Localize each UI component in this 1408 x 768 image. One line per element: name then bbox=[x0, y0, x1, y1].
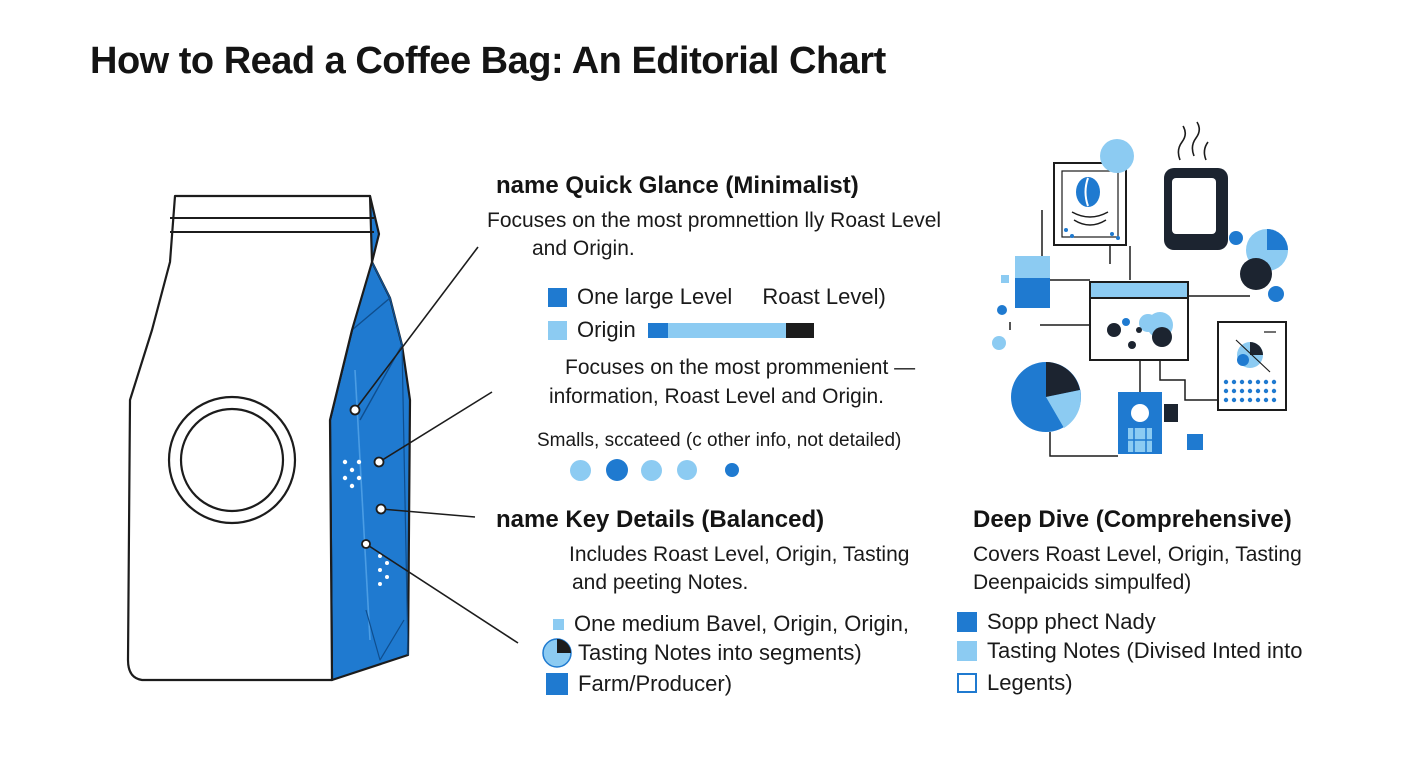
key-details-legend-3: Farm/Producer) bbox=[546, 671, 732, 697]
dark-blue-swatch bbox=[546, 673, 568, 695]
quick-glance-desc-line2: and Origin. bbox=[532, 237, 635, 260]
central-window bbox=[1089, 281, 1189, 361]
coffee-mug-icon bbox=[1164, 121, 1228, 250]
circle-cluster bbox=[1229, 229, 1288, 302]
light-blue-swatch bbox=[957, 641, 977, 661]
legend-label: Roast Level) bbox=[762, 284, 886, 309]
quick-glance-heading: name Quick Glance (Minimalist) bbox=[496, 172, 859, 199]
key-details-heading: name Key Details (Balanced) bbox=[496, 506, 825, 533]
legend-label: Tasting Notes (Divised Inted into bbox=[987, 638, 1303, 663]
key-details-desc-line1: Includes Roast Level, Origin, Tasting bbox=[569, 543, 910, 566]
small-dot bbox=[570, 460, 591, 481]
callout-markers bbox=[349, 404, 387, 549]
square-blocks bbox=[992, 256, 1050, 350]
tower-block bbox=[1118, 392, 1203, 454]
origin-bar bbox=[647, 322, 814, 338]
dark-blue-swatch bbox=[548, 287, 567, 307]
quick-glance-desc-line1: Focuses on the most promnettion lly Roas… bbox=[487, 209, 942, 232]
legend-label: One medium Bavel, Origin, Origin, bbox=[574, 611, 910, 636]
mini-pie-icon bbox=[542, 638, 572, 668]
outline-swatch bbox=[957, 673, 977, 693]
deep-dive-legend-3: Legents) bbox=[957, 670, 1073, 696]
light-blue-swatch bbox=[553, 618, 564, 630]
quick-glance-legend-origin: Origin bbox=[548, 317, 814, 343]
legend-label: Legents) bbox=[987, 670, 1073, 695]
origin-bar-dark-segment bbox=[647, 322, 668, 338]
small-dot bbox=[677, 460, 697, 480]
light-blue-swatch bbox=[548, 320, 567, 340]
origin-bar-light-segment bbox=[667, 322, 786, 338]
pie-chart-icon bbox=[1011, 362, 1081, 432]
legend-label: Tasting Notes into segments) bbox=[578, 640, 862, 665]
quick-glance-legend-roast: One large Level Roast Level) bbox=[548, 284, 886, 310]
key-details-legend-2: Tasting Notes into segments) bbox=[542, 638, 862, 668]
deep-dive-desc-line2: Deenpaicids simpulfed) bbox=[973, 571, 1192, 594]
gusset-dots bbox=[342, 459, 389, 586]
key-details-desc-line2: and peeting Notes. bbox=[572, 571, 749, 594]
coffee-bean-card-icon bbox=[1053, 139, 1134, 246]
callout-lines bbox=[354, 246, 519, 644]
data-card bbox=[1217, 321, 1287, 411]
quick-glance-desc2-line2: information, Roast Level and Origin. bbox=[549, 385, 885, 408]
small-dot bbox=[641, 460, 662, 481]
deep-dive-heading: Deep Dive (Comprehensive) bbox=[973, 506, 1292, 533]
deep-dive-legend-2: Tasting Notes (Divised Inted into bbox=[957, 638, 1303, 664]
origin-bar-black-segment bbox=[785, 322, 814, 338]
legend-label: Farm/Producer) bbox=[578, 671, 733, 696]
quick-glance-desc2-line1: Focuses on the most prommenient — bbox=[565, 356, 916, 379]
deep-dive-desc-line1: Covers Roast Level, Origin, Tasting bbox=[973, 543, 1302, 566]
deep-dive-legend-1: Sopp phect Nady bbox=[957, 609, 1156, 635]
page-title: How to Read a Coffee Bag: An Editorial C… bbox=[90, 40, 886, 82]
small-details-note: Smalls, scсateed (c other info, not deta… bbox=[537, 430, 902, 451]
dark-blue-swatch bbox=[957, 612, 977, 632]
legend-label: One large Level bbox=[577, 284, 733, 309]
legend-label: Sopp phect Nady bbox=[987, 609, 1156, 634]
key-details-legend-1: One medium Bavel, Origin, Origin, bbox=[553, 611, 909, 637]
small-dot bbox=[725, 463, 739, 477]
small-dot bbox=[606, 459, 628, 481]
legend-label: Origin bbox=[577, 317, 636, 342]
